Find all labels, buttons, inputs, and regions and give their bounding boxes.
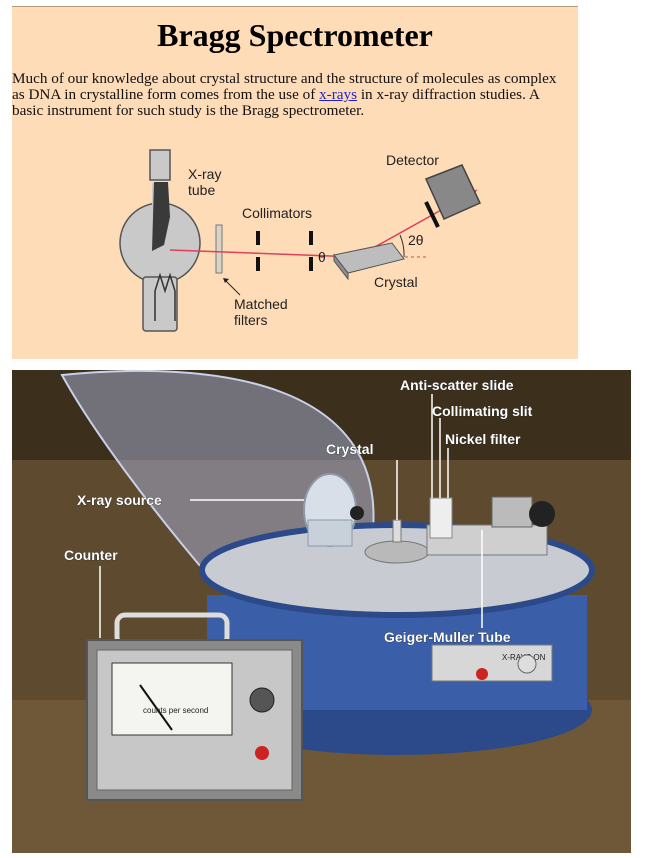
counter-red-button[interactable] bbox=[255, 746, 269, 760]
diagram-panel: Bragg Spectrometer Much of our knowledge… bbox=[12, 6, 578, 359]
intro-text-start: Much of our knowledge about crystal stru… bbox=[12, 70, 557, 103]
matched-filters-label-2: filters bbox=[234, 312, 267, 328]
range-knob[interactable] bbox=[249, 687, 275, 713]
matched-filters-pointer bbox=[223, 278, 241, 296]
detector-label: Detector bbox=[386, 152, 439, 168]
intro-text-end: in x-ray diffraction studies. A basic in… bbox=[12, 86, 539, 119]
geiger-window bbox=[529, 501, 555, 527]
page-title: Bragg Spectrometer bbox=[157, 17, 433, 53]
xrays-button[interactable] bbox=[476, 668, 488, 680]
geiger-tube bbox=[491, 496, 533, 528]
xray-tube-label-2: tube bbox=[188, 182, 215, 198]
meter-face bbox=[111, 662, 233, 736]
theta-label: θ bbox=[318, 249, 326, 265]
base-knob[interactable] bbox=[517, 654, 537, 674]
detector-icon bbox=[424, 164, 482, 228]
apparatus-photo: X-RAYS ON counts per second Anti-scatter… bbox=[12, 370, 631, 853]
pointer-arrowhead bbox=[223, 278, 229, 283]
intro-paragraph: Much of our knowledge about crystal stru… bbox=[12, 71, 572, 119]
xray-source-label: X-ray source bbox=[77, 492, 162, 508]
anti-scatter-label: Anti-scatter slide bbox=[400, 377, 514, 393]
collimator-slits bbox=[256, 231, 313, 271]
xray-tube-label-1: X-ray bbox=[188, 166, 221, 182]
source-knob[interactable] bbox=[350, 506, 364, 520]
slit-stack bbox=[429, 497, 453, 539]
crystal-label: Crystal bbox=[374, 274, 418, 290]
geiger-muller-label: Geiger-Muller Tube bbox=[384, 629, 511, 645]
counter-label: Counter bbox=[64, 547, 118, 563]
collimators-label: Collimators bbox=[242, 205, 312, 221]
apparatus-illustration: X-RAYS ON counts per second Anti-scatter… bbox=[12, 370, 631, 853]
crystal-mount bbox=[392, 519, 402, 543]
incident-beam bbox=[169, 249, 358, 258]
meter-needle bbox=[139, 684, 173, 731]
crystal-label: Crystal bbox=[326, 441, 373, 457]
collimating-slit-label: Collimating slit bbox=[432, 403, 533, 419]
crystal-icon bbox=[333, 242, 405, 281]
bragg-diagram: X-ray tube Collimators Detector Crystal … bbox=[119, 149, 482, 332]
perspex-dome bbox=[60, 370, 375, 582]
xrays-link[interactable]: x-rays bbox=[319, 86, 358, 103]
two-theta-label: 2θ bbox=[408, 232, 424, 248]
meter-caption: counts per second bbox=[143, 706, 208, 715]
crystal-turntable bbox=[364, 540, 430, 564]
xray-tube-icon bbox=[119, 149, 201, 332]
matched-filter bbox=[215, 224, 223, 274]
matched-filters-label-1: Matched bbox=[234, 296, 288, 312]
leader-lines bbox=[99, 394, 483, 638]
nickel-filter-label: Nickel filter bbox=[445, 431, 521, 447]
two-theta-arc bbox=[399, 234, 405, 258]
